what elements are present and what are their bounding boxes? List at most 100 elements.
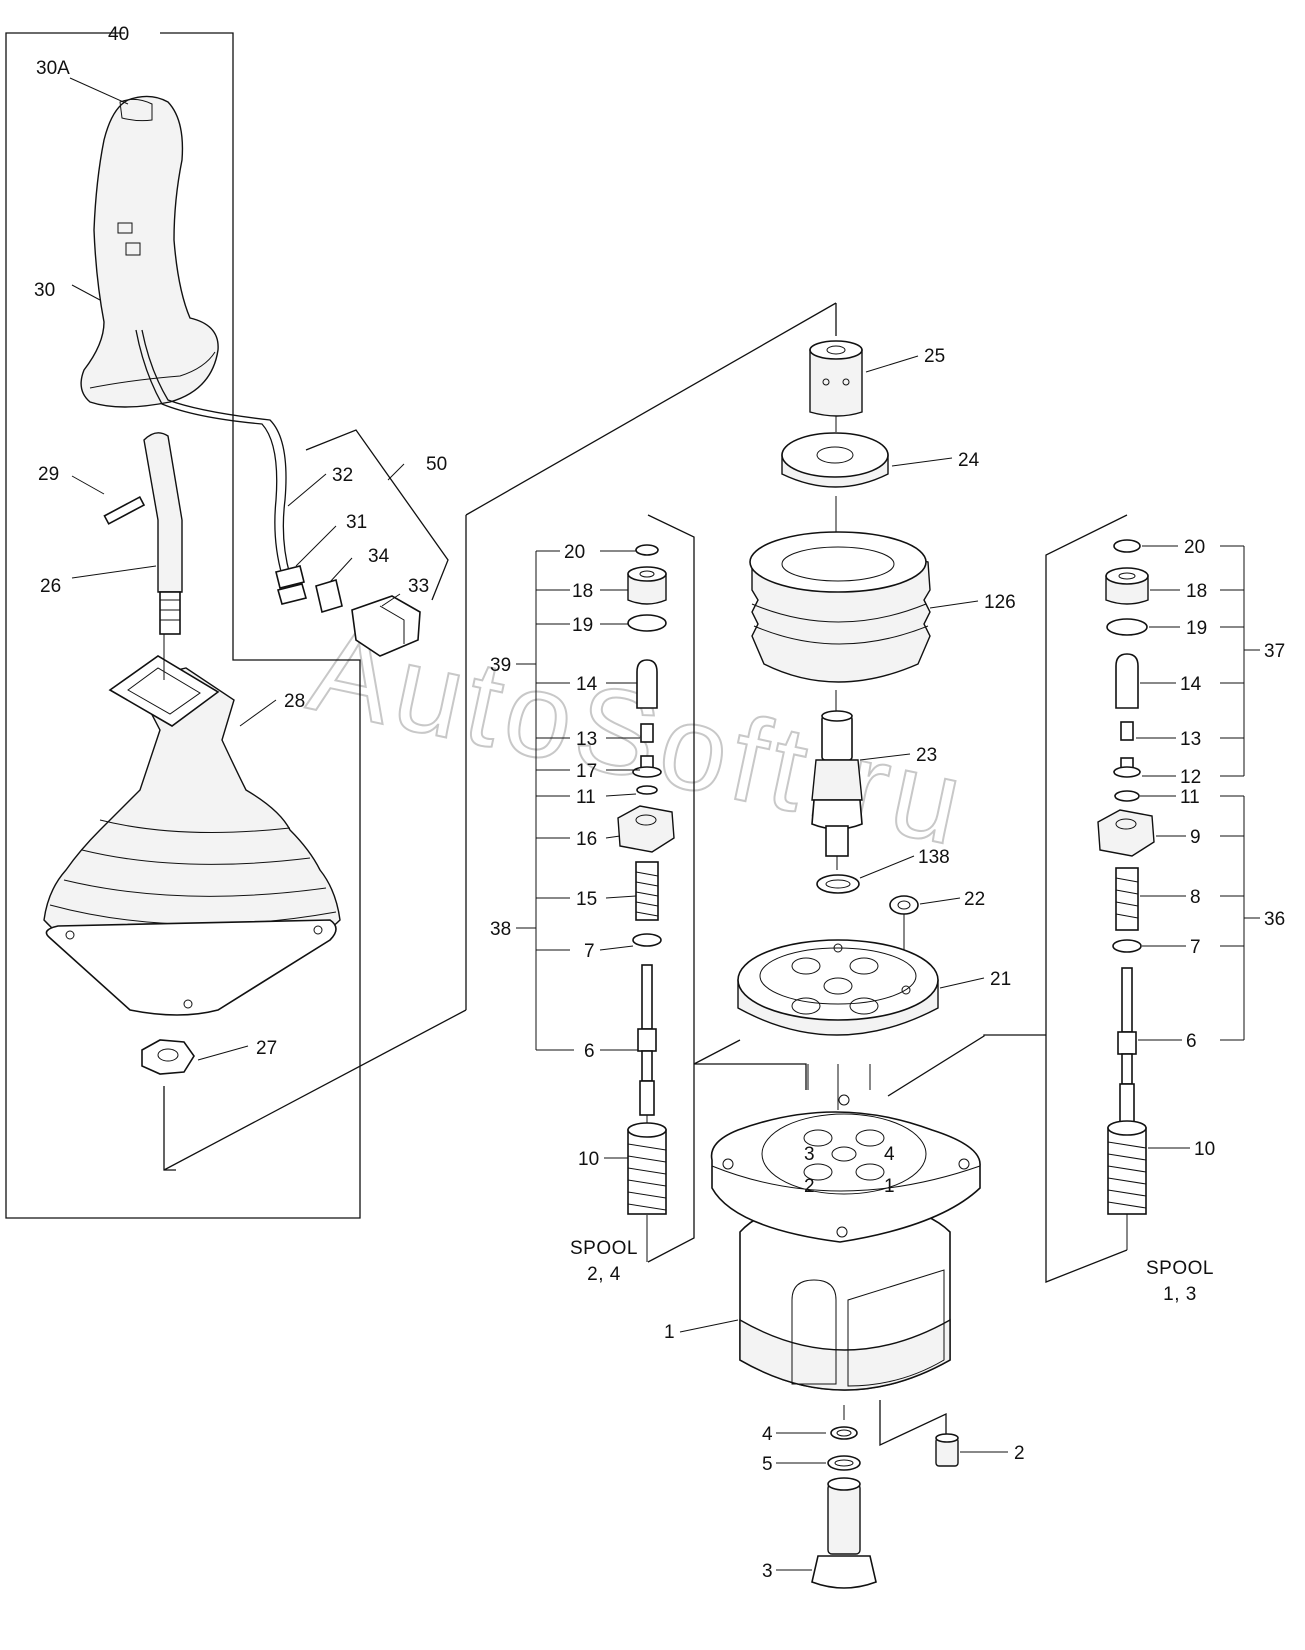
plug-3 [827, 1483, 861, 1555]
ring-20-right [1113, 539, 1141, 553]
right-callout-12: 12 [1180, 767, 1201, 788]
left-callout-18: 18 [572, 581, 593, 602]
connector-terminals [275, 565, 307, 605]
right-callout-37: 37 [1264, 641, 1285, 662]
pin [103, 495, 146, 525]
spring-10-left [627, 1129, 667, 1215]
handle-assembly [5, 32, 837, 1219]
callout-29: 29 [38, 464, 59, 485]
left-callout-15: 15 [576, 889, 597, 910]
port-label-1: 1 [884, 1176, 895, 1197]
left-callout-39: 39 [490, 655, 511, 676]
callout-labels: 40 30A 30 29 26 28 27 32 31 34 33 50 25 … [34, 24, 1285, 1582]
ring-7-left [632, 933, 662, 947]
left-callout-20: 20 [564, 542, 585, 563]
left-callout-11: 11 [576, 787, 596, 808]
lever-tube [143, 432, 183, 593]
left-callout-6: 6 [584, 1041, 595, 1062]
left-callout-17: 17 [576, 761, 597, 782]
left-callout-38: 38 [490, 919, 511, 940]
left-callout-19: 19 [572, 615, 593, 636]
washer-11-right [1114, 790, 1140, 802]
joystick-grip [80, 95, 219, 408]
spool-6-right [1121, 967, 1133, 1033]
o-ring-19-right [1106, 618, 1148, 636]
spring-15-left [635, 861, 659, 921]
callout-32: 32 [332, 465, 353, 486]
callout-30A: 30A [36, 58, 70, 79]
callout-31: 31 [346, 512, 367, 533]
set-screw-22 [889, 895, 919, 915]
callout-24: 24 [958, 450, 980, 471]
connector-clip [315, 578, 343, 614]
port-label-4: 4 [884, 1144, 895, 1165]
callout-40: 40 [108, 24, 129, 45]
callout-126: 126 [984, 592, 1016, 613]
center-column [710, 340, 981, 1589]
washer-11-left [636, 785, 658, 795]
right-callout-20: 20 [1184, 537, 1205, 558]
right-callout-10: 10 [1194, 1139, 1215, 1160]
left-callout-7: 7 [584, 941, 595, 962]
callout-23: 23 [916, 745, 937, 766]
right-callout-6: 6 [1186, 1031, 1197, 1052]
right-callout-8: 8 [1190, 887, 1201, 908]
right-callout-18: 18 [1186, 581, 1207, 602]
right-callout-19: 19 [1186, 618, 1207, 639]
push-rod-14-left [636, 659, 658, 709]
spool-6-left [641, 964, 653, 1030]
right-spool-stack [887, 514, 1260, 1283]
ring-20-left [635, 544, 659, 556]
spring-13-left [640, 723, 654, 743]
spring-13-right [1120, 721, 1134, 741]
nut-16-left [617, 805, 675, 853]
callout-4: 4 [762, 1424, 773, 1445]
spool-right-caption-line1: SPOOL [1146, 1258, 1214, 1279]
hex-nut [141, 1039, 195, 1075]
o-ring-19-left [627, 614, 667, 632]
callout-2: 2 [1014, 1443, 1025, 1464]
right-callout-11: 11 [1180, 787, 1200, 808]
nut-9-right [1097, 809, 1155, 857]
right-callout-13: 13 [1180, 729, 1201, 750]
push-rod-14-right [1115, 653, 1139, 709]
callout-3: 3 [762, 1561, 773, 1582]
callout-28: 28 [284, 691, 305, 712]
port-label-3: 3 [804, 1144, 815, 1165]
boot-base-plate [45, 919, 337, 1016]
callout-33: 33 [408, 576, 429, 597]
callout-138: 138 [918, 847, 950, 868]
callout-27: 27 [256, 1038, 277, 1059]
spool-right-caption-line2: 1, 3 [1163, 1284, 1197, 1305]
callout-25: 25 [924, 346, 945, 367]
o-ring-138 [816, 874, 860, 894]
left-callout-13: 13 [576, 729, 597, 750]
callout-22: 22 [964, 889, 985, 910]
callout-21: 21 [990, 969, 1011, 990]
o-ring-4 [830, 1426, 858, 1440]
spool-left-caption-line2: 2, 4 [587, 1264, 621, 1285]
ring-7-right [1112, 939, 1142, 953]
connector-housing [351, 595, 421, 657]
group-40-frame [5, 32, 361, 1219]
spring-8-right [1115, 867, 1139, 931]
right-callout-9: 9 [1190, 827, 1201, 848]
o-ring-5 [827, 1455, 861, 1471]
right-callout-14: 14 [1180, 674, 1202, 695]
left-callout-14: 14 [576, 674, 598, 695]
callout-1: 1 [664, 1322, 675, 1343]
right-callout-7: 7 [1190, 937, 1201, 958]
callout-34: 34 [368, 546, 390, 567]
callout-30: 30 [34, 280, 55, 301]
push-rod-top [821, 715, 853, 761]
callout-5: 5 [762, 1454, 773, 1475]
right-callout-36: 36 [1264, 909, 1285, 930]
callout-50: 50 [426, 454, 447, 475]
spool-left-caption-line1: SPOOL [570, 1238, 638, 1259]
left-callout-16: 16 [576, 829, 597, 850]
port-label-2: 2 [804, 1176, 815, 1197]
valve-flange [710, 1111, 981, 1243]
left-spool-stack [516, 514, 807, 1263]
